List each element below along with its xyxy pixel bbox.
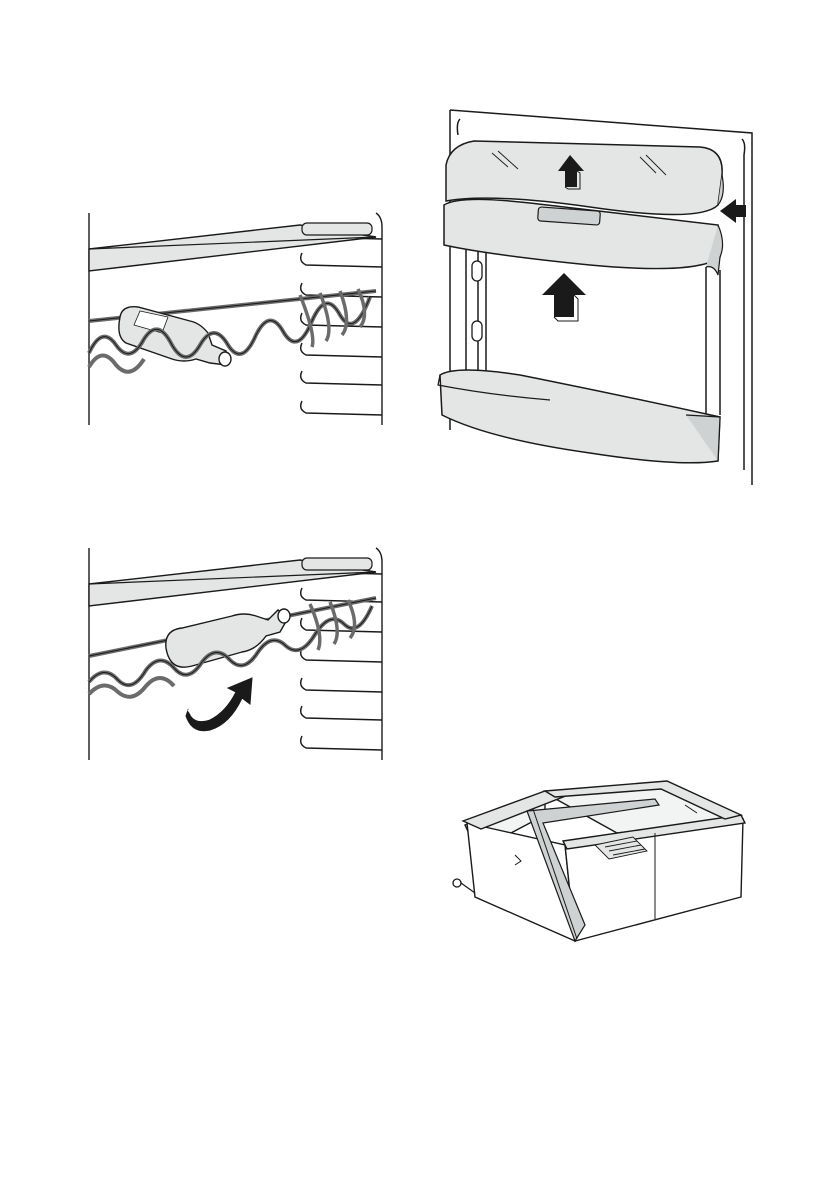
crisper-drawer-illustration xyxy=(445,775,750,955)
arrow-left-icon xyxy=(720,199,746,223)
wine-rack-tilted-illustration xyxy=(80,540,390,770)
arrow-up-large-icon xyxy=(542,273,586,321)
rotate-arrow-icon xyxy=(186,678,252,731)
wine-rack-flat-figure xyxy=(80,205,390,435)
door-balcony-illustration xyxy=(430,95,770,490)
door-balcony-removal-figure xyxy=(430,95,770,490)
crisper-drawer-figure xyxy=(445,775,750,955)
wine-rack-tilted-figure xyxy=(80,540,390,770)
wine-rack-flat-illustration xyxy=(80,205,390,435)
